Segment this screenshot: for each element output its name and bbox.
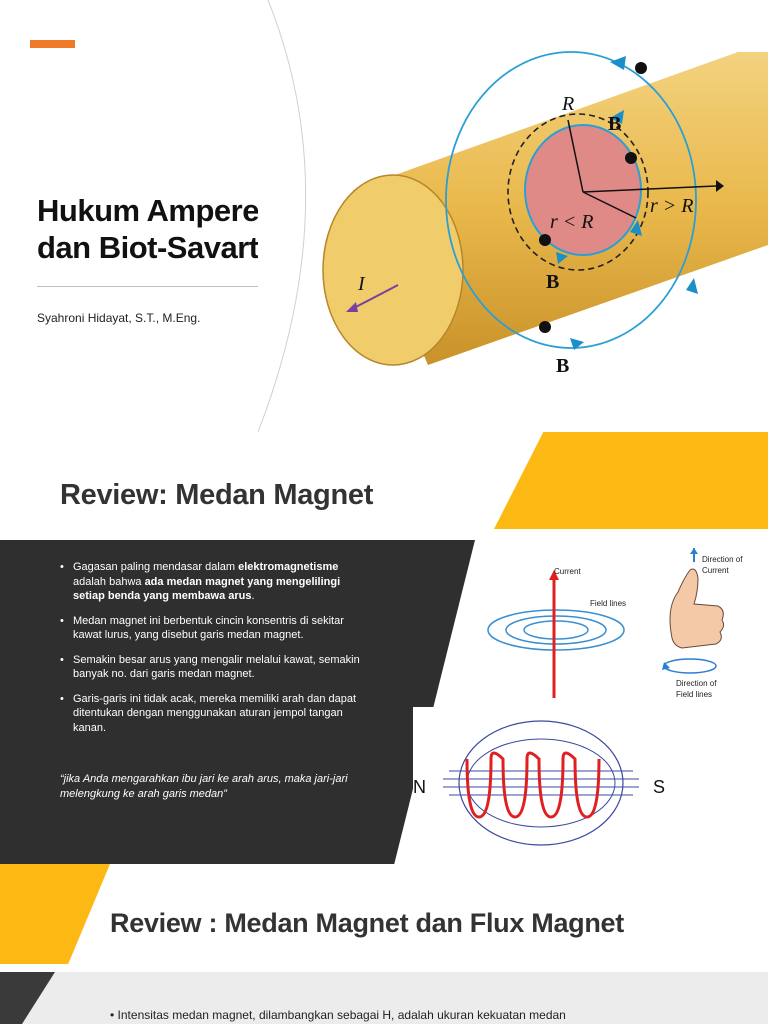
- content-band: [0, 972, 768, 1024]
- slide-title: Hukum Ampere dan Biot-Savart Syahroni Hi…: [0, 0, 768, 432]
- slide-review-magnetic-field: Review: Medan Magnet Gagasan paling mend…: [0, 432, 768, 864]
- label-north-pole: N: [413, 777, 426, 797]
- bullet-list: Gagasan paling mendasar dalam elektromag…: [60, 560, 360, 745]
- accent-bar: [30, 40, 75, 48]
- label-direction-current-2: Current: [702, 566, 729, 575]
- title-line-2: dan Biot-Savart: [37, 230, 259, 265]
- label-r-greater-R: r > R: [650, 195, 694, 217]
- ampere-cylinder-figure: R B r < R r > R B I B: [258, 0, 768, 432]
- slide-heading: Review: Medan Magnet: [60, 479, 374, 511]
- bullet-item: • Intensitas medan magnet, dilambangkan …: [110, 1008, 566, 1022]
- solenoid-coil: [465, 751, 601, 819]
- solenoid-field-figure: N S: [413, 707, 669, 860]
- title-divider: [37, 286, 284, 287]
- yellow-accent-shape: [494, 432, 768, 529]
- label-current: Current: [554, 567, 581, 576]
- list-item: Semakin besar arus yang mengalir melalui…: [60, 653, 360, 682]
- label-south-pole: S: [653, 777, 665, 797]
- slide-review-flux: Review : Medan Magnet dan Flux Magnet • …: [0, 864, 768, 1024]
- wire-field-lines-figure: Current Field lines Direction of Current…: [486, 548, 760, 702]
- slide-title-heading: Hukum Ampere dan Biot-Savart: [37, 192, 259, 266]
- slide-heading: Review : Medan Magnet dan Flux Magnet: [110, 908, 624, 938]
- label-B-top: B: [608, 113, 621, 135]
- list-item: Medan magnet ini berbentuk cincin konsen…: [60, 614, 360, 643]
- thumb-hand-icon: [669, 568, 725, 649]
- label-B-middle: B: [546, 271, 559, 293]
- list-item: Gagasan paling mendasar dalam elektromag…: [60, 560, 360, 604]
- label-B-bottom: B: [556, 355, 569, 377]
- label-I: I: [357, 273, 366, 295]
- yellow-accent-shape: [0, 864, 110, 964]
- label-R: R: [561, 93, 574, 115]
- label-direction-current-1: Direction of: [702, 555, 743, 564]
- author-name: Syahroni Hidayat, S.T., M.Eng.: [37, 311, 201, 325]
- right-hand-rule-quote: “jika Anda mengarahkan ibu jari ke arah …: [60, 773, 348, 800]
- list-item: Garis-garis ini tidak acak, mereka memil…: [60, 692, 360, 736]
- label-r-less-R: r < R: [550, 211, 594, 233]
- label-field-lines: Field lines: [590, 599, 626, 608]
- title-line-1: Hukum Ampere: [37, 193, 259, 228]
- cylinder-end: [322, 174, 464, 366]
- label-direction-field-1: Direction of: [676, 679, 717, 688]
- label-direction-field-2: Field lines: [676, 690, 712, 699]
